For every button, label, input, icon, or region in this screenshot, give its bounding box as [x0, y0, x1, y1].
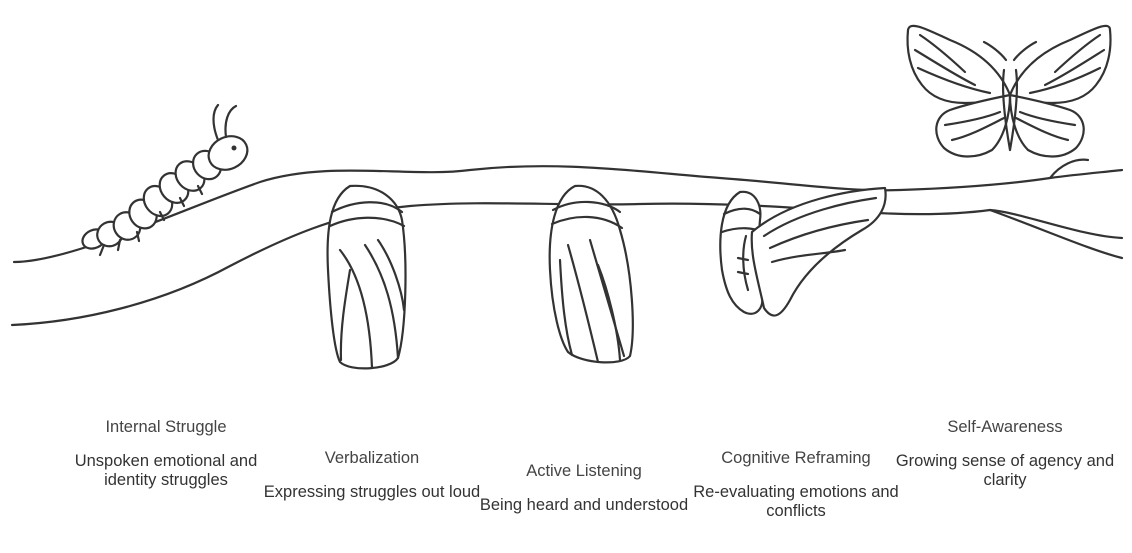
stage-title: Cognitive Reframing: [686, 448, 906, 468]
stage-internal-struggle: Internal Struggle Unspoken emotional and…: [56, 417, 276, 490]
stage-description: Re-evaluating emotions and conflicts: [686, 483, 906, 521]
stage-description: Expressing struggles out loud: [262, 483, 482, 502]
caterpillar-icon: [79, 105, 253, 255]
stage-description: Unspoken emotional and identity struggle…: [56, 452, 276, 490]
stage-title: Verbalization: [262, 448, 482, 468]
stage-description: Growing sense of agency and clarity: [895, 452, 1115, 490]
stage-title: Active Listening: [474, 461, 694, 481]
stage-description: Being heard and understood: [474, 496, 694, 515]
stage-title: Self-Awareness: [895, 417, 1115, 437]
transformation-illustration: [0, 0, 1132, 400]
butterfly-icon: [908, 26, 1111, 157]
stage-title: Internal Struggle: [56, 417, 276, 437]
emerging-butterfly-icon: [720, 188, 885, 316]
stage-self-awareness: Self-Awareness Growing sense of agency a…: [895, 417, 1115, 490]
stage-verbalization: Verbalization Expressing struggles out l…: [262, 448, 482, 502]
stage-active-listening: Active Listening Being heard and underst…: [474, 461, 694, 515]
chrysalis-icon: [550, 186, 633, 363]
stage-cognitive-reframing: Cognitive Reframing Re-evaluating emotio…: [686, 448, 906, 521]
chrysalis-icon: [328, 186, 406, 369]
